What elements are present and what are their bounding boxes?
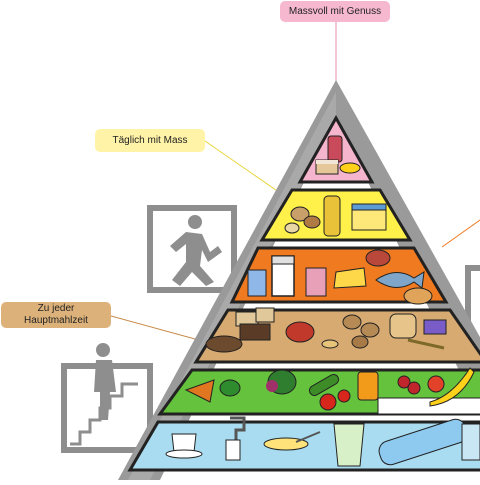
label-middle-tier: Täglich mit Mass — [95, 129, 205, 152]
walking-stairs-icon — [61, 343, 153, 453]
tier-oils-nuts — [259, 188, 413, 242]
tier-sweets — [297, 114, 375, 184]
label-bottom-tier: Zu jeder Hauptmahlzeit — [1, 302, 111, 328]
label-bottom-line2: Hauptmahlzeit — [24, 315, 88, 326]
label-top-tier: Massvoll mit Genuss — [280, 1, 390, 22]
tier-vegetables-fruit — [157, 367, 480, 416]
label-bottom-line1: Zu jeder — [37, 303, 75, 314]
running-person-icon — [147, 205, 237, 293]
connector-bottom — [110, 315, 207, 343]
connector-middle — [204, 140, 287, 198]
label-middle-text: Täglich mit Mass — [112, 134, 188, 146]
tier-beverages — [127, 416, 480, 472]
tier-grains-potatoes — [193, 307, 480, 364]
pyramid-frame — [118, 80, 480, 480]
tier-dairy-meat-fish — [229, 246, 449, 305]
connector-right — [441, 219, 480, 248]
label-top-text: Massvoll mit Genuss — [288, 5, 382, 17]
